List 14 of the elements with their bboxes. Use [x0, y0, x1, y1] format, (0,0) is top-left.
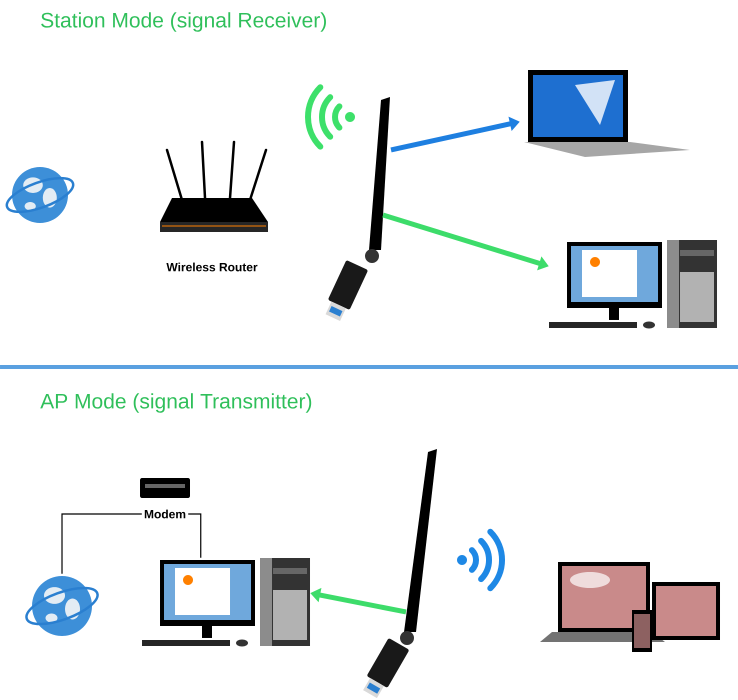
laptop-and-tablet-drawing	[540, 562, 720, 652]
globe-drawing	[25, 576, 99, 636]
section-heading: AP Mode (signal Transmitter)	[40, 393, 312, 413]
wifi-adapter-drawing	[363, 448, 437, 698]
node-label: Wireless Router	[166, 262, 258, 272]
node-label: Modem	[144, 510, 186, 518]
desktop-computer-drawing	[142, 558, 310, 646]
wifi-adapter-drawing	[326, 96, 390, 321]
globe-drawing	[6, 166, 74, 223]
connector-line	[61, 513, 142, 574]
section-heading: Station Mode (signal Receiver)	[41, 12, 326, 32]
connector-line	[188, 513, 202, 558]
desktop-computer-drawing	[549, 240, 717, 328]
laptop-drawing	[524, 70, 690, 157]
